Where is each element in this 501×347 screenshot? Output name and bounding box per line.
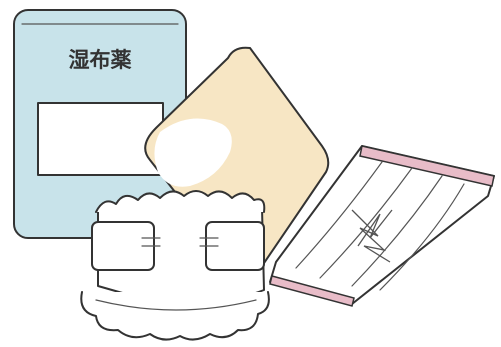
strip-band-bottom (269, 275, 355, 307)
strip-band-top (359, 145, 495, 187)
medicine-pouch-icon: 湿布薬 (13, 9, 187, 239)
diaper-icon (80, 190, 270, 341)
strip-scribble (351, 209, 393, 263)
diaper-bottom-seam (95, 299, 257, 311)
strip-fold-lines (295, 161, 465, 291)
diaper-bottom-ruffle (80, 291, 270, 341)
pad-highlight (154, 118, 232, 187)
package-label: 湿布薬 (69, 48, 132, 72)
wrapped-sanitary-pad-icon (269, 145, 495, 307)
package-label-box (37, 102, 164, 176)
sanitary-pad-icon (144, 46, 330, 276)
diaper-top-ruffle (95, 190, 266, 213)
